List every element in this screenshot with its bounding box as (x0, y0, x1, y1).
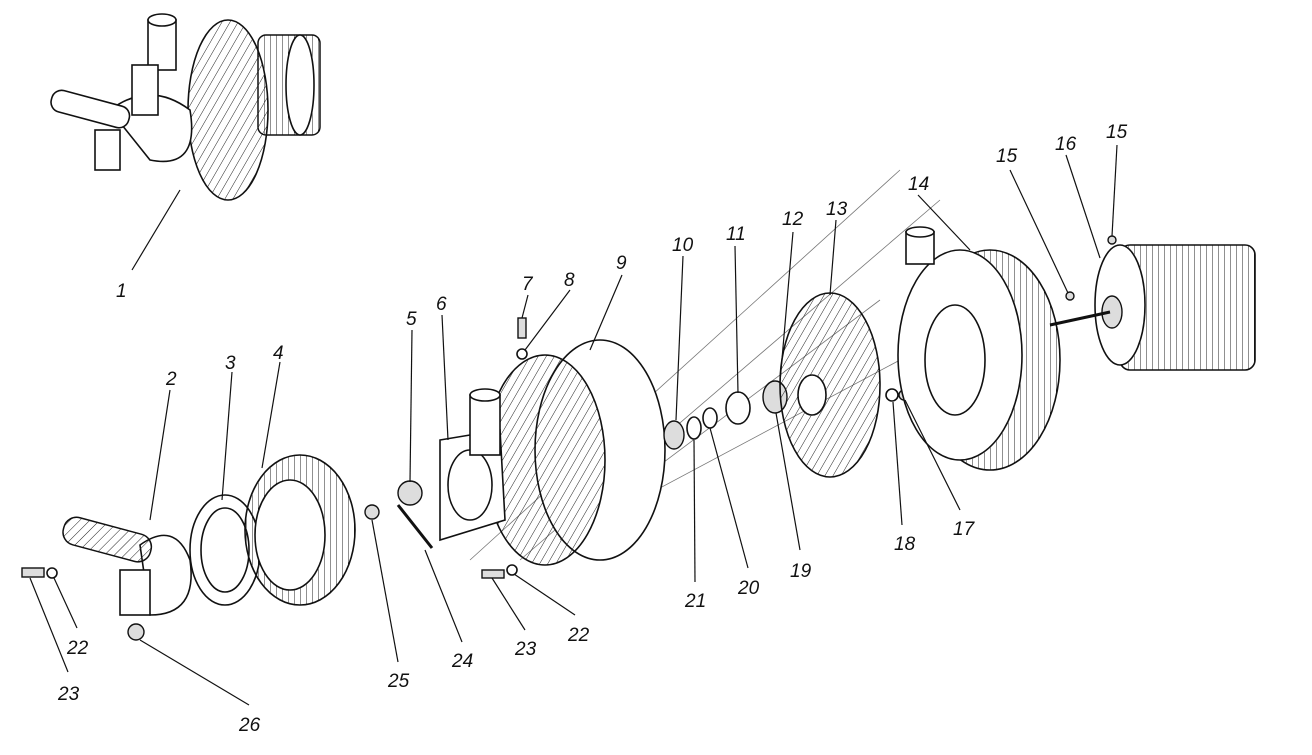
callout-5: 5 (406, 309, 417, 330)
callout-16: 16 (1055, 134, 1077, 155)
callout-19: 19 (790, 561, 812, 582)
callout-13: 13 (826, 199, 848, 220)
bolt (517, 317, 527, 339)
gasket-inner (200, 507, 250, 593)
screw (21, 567, 45, 578)
seal-ring (364, 504, 380, 520)
key (1065, 291, 1075, 301)
ring (702, 407, 718, 429)
callout-9: 9 (616, 253, 627, 274)
impeller-nut (397, 480, 423, 506)
washer (46, 567, 58, 579)
callout-2: 2 (165, 369, 177, 390)
motor-flange (897, 226, 1061, 471)
callout-14: 14 (908, 174, 929, 195)
ring (686, 416, 702, 440)
screw (481, 569, 505, 579)
callout-3: 3 (225, 353, 236, 374)
inlet-elbow (62, 516, 192, 616)
callout-22b: 22 (66, 638, 89, 659)
callout-21: 21 (684, 591, 706, 612)
callout-18: 18 (894, 534, 916, 555)
volute-housing (439, 339, 666, 566)
impeller (779, 292, 881, 478)
electric-motor (1049, 244, 1256, 371)
washer (516, 348, 528, 360)
washer (885, 388, 899, 402)
callout-25: 25 (387, 671, 410, 692)
axis-guide-lines (469, 169, 941, 561)
assembled-pump (50, 13, 321, 201)
callout-12: 12 (782, 209, 804, 230)
callout-22a: 22 (567, 625, 590, 646)
callout-15a: 15 (996, 146, 1018, 167)
callout-8: 8 (564, 270, 575, 291)
callout-23b: 23 (57, 684, 80, 705)
callout-15b: 15 (1106, 122, 1128, 143)
callout-7: 7 (522, 274, 534, 295)
key (1107, 235, 1117, 245)
callout-24: 24 (451, 651, 473, 672)
strainer-screen (244, 454, 356, 606)
callout-4: 4 (273, 343, 284, 364)
callout-20: 20 (737, 578, 760, 599)
callout-26: 26 (238, 715, 261, 736)
leader-lines (29, 144, 1118, 706)
callout-11: 11 (726, 224, 746, 245)
seal (725, 391, 751, 425)
callout-labels: 1 2 3 4 5 6 7 8 9 10 11 12 13 14 15 16 1… (57, 122, 1128, 736)
callout-23a: 23 (514, 639, 537, 660)
callout-6: 6 (436, 294, 447, 315)
callout-1: 1 (116, 281, 127, 302)
callout-10: 10 (672, 235, 694, 256)
callout-17: 17 (953, 519, 976, 540)
pin (396, 504, 434, 549)
bearing (663, 420, 685, 450)
washer (506, 564, 518, 576)
nut (127, 623, 145, 641)
